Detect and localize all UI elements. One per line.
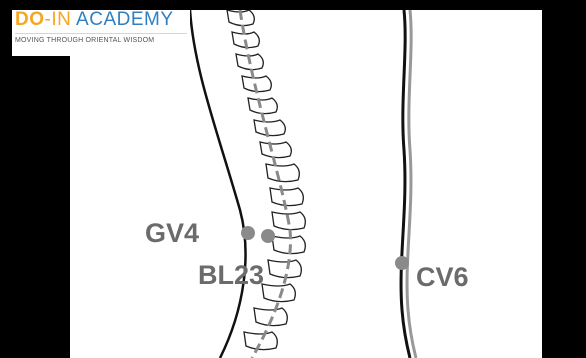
bl23-point <box>261 229 275 243</box>
logo-divider <box>15 33 187 34</box>
front-outline-inner <box>407 10 416 358</box>
gv4-label: GV4 <box>145 220 199 247</box>
gv4-point <box>241 226 255 240</box>
logo-academy: ACADEMY <box>71 10 173 30</box>
video-frame: DO-IN ACADEMY MOVING THROUGH ORIENTAL WI… <box>12 10 542 358</box>
letterbox-left <box>12 10 70 358</box>
logo-title: DO-IN ACADEMY <box>15 10 174 30</box>
cv6-point <box>395 256 409 270</box>
bl23-label: BL23 <box>198 262 264 289</box>
logo: DO-IN ACADEMY MOVING THROUGH ORIENTAL WI… <box>12 10 190 56</box>
spine-vertebrae <box>227 10 305 350</box>
logo-in: -IN <box>45 10 72 30</box>
logo-tagline: MOVING THROUGH ORIENTAL WISDOM <box>15 37 154 44</box>
logo-do: DO <box>15 10 45 30</box>
cv6-label: CV6 <box>416 264 469 291</box>
letterbox-right <box>542 10 586 358</box>
spine-illustration <box>12 10 542 358</box>
